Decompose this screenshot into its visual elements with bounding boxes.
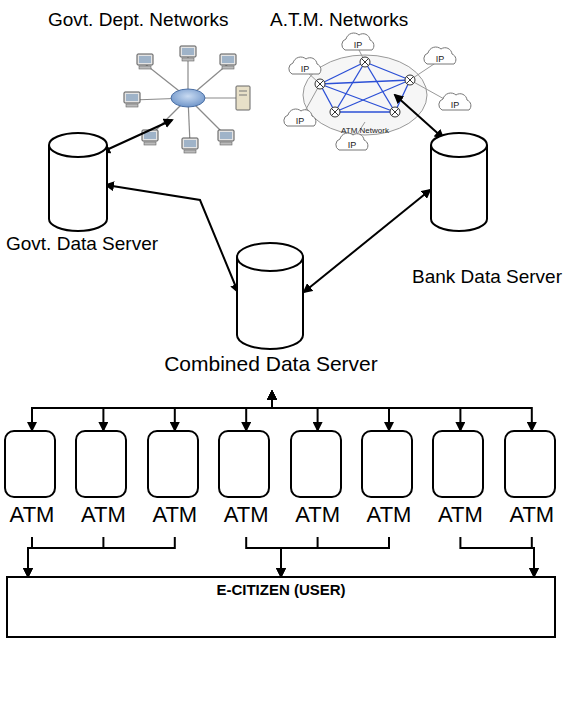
atm-node: ATM: [67, 430, 139, 535]
atm-node: ATM: [0, 430, 68, 535]
atm-box: [75, 430, 127, 498]
connector-arrow: [28, 537, 103, 576]
node-label: E-CITIZEN (USER): [8, 578, 554, 598]
atm-box: [432, 430, 484, 498]
atm-box: [290, 430, 342, 498]
atm-network-drawing-part: [320, 62, 410, 112]
node-label: ATM: [353, 502, 425, 528]
ip-cloud-label: IP: [301, 64, 310, 74]
atm-network-drawing-part-part: [365, 62, 410, 80]
atm-network-drawing-part: [405, 75, 415, 85]
node-label: Bank Data Server: [353, 266, 562, 288]
atm-network-drawing-part-part: [335, 80, 410, 112]
data-server: Combined Data Server: [124, 240, 418, 390]
atm-box: [147, 430, 199, 498]
node-label: ATM: [67, 502, 139, 528]
atm-network-drawing-part: [289, 57, 321, 74]
atm-network-drawing-part-part: [365, 62, 395, 112]
atm-node: ATM: [353, 430, 425, 535]
node-label: Govt. Data Server: [6, 233, 210, 255]
ip-cloud-label: IP: [436, 54, 445, 64]
govt-network-drawing-part: [182, 138, 198, 153]
atm-box: [4, 430, 56, 498]
atm-network-drawing-part: [303, 55, 427, 135]
atm-network-drawing-part: [390, 107, 400, 117]
ip-cloud-label: IP: [348, 140, 357, 150]
atm-box: [218, 430, 270, 498]
connector-arrow: [281, 537, 318, 576]
ip-cloud-label: IP: [451, 100, 460, 110]
cylinder-shape: [430, 132, 488, 232]
connector-arrow: [175, 392, 272, 430]
connector-arrow: [246, 392, 272, 430]
connector-arrow: [28, 537, 175, 576]
govt-network-drawing-part: [236, 86, 250, 110]
node-label: ATM: [0, 502, 68, 528]
data-server: Govt. Data Server: [6, 130, 210, 262]
connector-arrow: [272, 392, 318, 430]
connector-arrow: [272, 392, 532, 430]
cylinder-shape: [236, 242, 304, 350]
atm-node: ATM: [210, 430, 282, 535]
atm-network-drawing-part-part: [335, 111, 395, 112]
connector-arrow: [272, 392, 389, 430]
connector-arrow: [460, 537, 534, 576]
cylinder-shape: [48, 132, 108, 232]
node-label: ATM: [139, 502, 211, 528]
govt-network-drawing-part: [180, 46, 196, 61]
govt-network-drawing-part: [124, 92, 140, 107]
atm-network-drawing-part: [284, 109, 316, 126]
connector-arrow: [246, 537, 281, 576]
atm-network-drawing-part-part: [335, 62, 365, 112]
govt-network-drawing-part: [171, 89, 205, 107]
connector-arrow: [272, 392, 460, 430]
data-server: Bank Data Server: [353, 130, 562, 298]
node-label: ATM: [496, 502, 564, 528]
user-box: E-CITIZEN (USER): [6, 576, 556, 638]
connector-arrow: [532, 537, 534, 576]
connector-arrow: [304, 190, 430, 292]
govt-network-drawing-part: [218, 130, 234, 145]
connector-arrow: [395, 95, 443, 138]
atm-network-drawing-part: [300, 48, 455, 142]
atm-node: ATM: [139, 430, 211, 535]
atm-network-drawing-part: [330, 107, 340, 117]
node-label: ATM: [424, 502, 496, 528]
atm-network-drawing-part: [360, 57, 370, 67]
connector-arrow: [32, 392, 272, 430]
connector-arrow: [103, 392, 272, 430]
atm-network-drawing-part: [424, 47, 456, 64]
node-label: ATM: [282, 502, 354, 528]
atm-network-drawing-part: [336, 133, 368, 150]
connector-arrow: [281, 537, 389, 576]
atm-network-drawing-part-part: [320, 80, 410, 84]
govt-network-drawing-part: [137, 54, 153, 69]
network-caption: ATM Network: [341, 126, 389, 135]
ip-cloud-label: IP: [296, 116, 305, 126]
atm-node: ATM: [496, 430, 564, 535]
node-label: Govt. Dept. Networks: [48, 9, 229, 31]
atm-node: ATM: [282, 430, 354, 535]
cylinder-shape-part: [237, 243, 303, 271]
atm-network-drawing-part: [315, 79, 325, 89]
govt-network-drawing-part: [220, 54, 236, 69]
connector-arrow: [102, 120, 172, 152]
atm-network-drawing: [284, 33, 471, 150]
ip-cloud-label: IP: [354, 40, 363, 50]
atm-box: [361, 430, 413, 498]
node-label: A.T.M. Networks: [270, 9, 408, 31]
govt-network-drawing: [124, 46, 250, 153]
atm-network-drawing-part-part: [320, 84, 395, 112]
atm-network-drawing-part: [439, 93, 471, 110]
atm-box: [504, 430, 556, 498]
node-label: Combined Data Server: [124, 352, 418, 376]
atm-node: ATM: [424, 430, 496, 535]
cylinder-shape-part: [431, 133, 487, 157]
node-label: ATM: [210, 502, 282, 528]
cylinder-shape-part: [49, 133, 107, 157]
atm-network-drawing-part: [342, 33, 374, 50]
